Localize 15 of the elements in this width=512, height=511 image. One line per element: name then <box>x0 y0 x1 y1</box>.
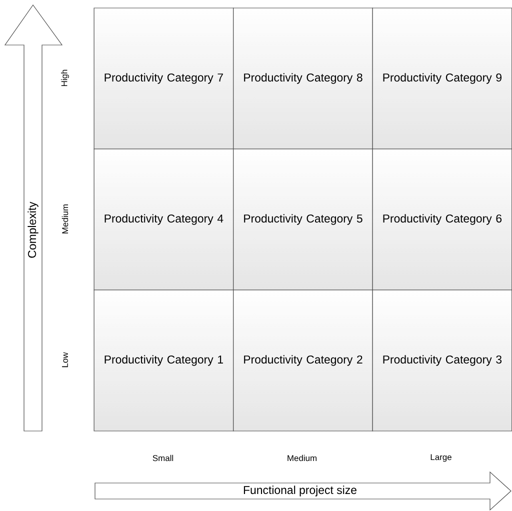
category-cell: Productivity Category 7 <box>94 8 234 150</box>
axis-label: Medium <box>288 454 316 462</box>
category-cell: Productivity Category 8 <box>233 8 373 150</box>
category-cell: Productivity Category 5 <box>233 148 373 290</box>
axis-label: Small <box>152 454 174 462</box>
category-cell: Productivity Category 2 <box>233 290 373 432</box>
category-cell: Productivity Category 1 <box>94 290 234 432</box>
axis-label: High <box>61 70 69 86</box>
axis-label: Low <box>62 352 68 368</box>
category-cell: Productivity Category 4 <box>94 148 234 290</box>
category-cell: Productivity Category 9 <box>372 8 512 150</box>
category-cell: Productivity Category 6 <box>372 148 512 290</box>
axis-label: Large <box>430 454 452 462</box>
category-cell: Productivity Category 3 <box>372 290 512 432</box>
axis-label: Medium <box>62 204 68 234</box>
